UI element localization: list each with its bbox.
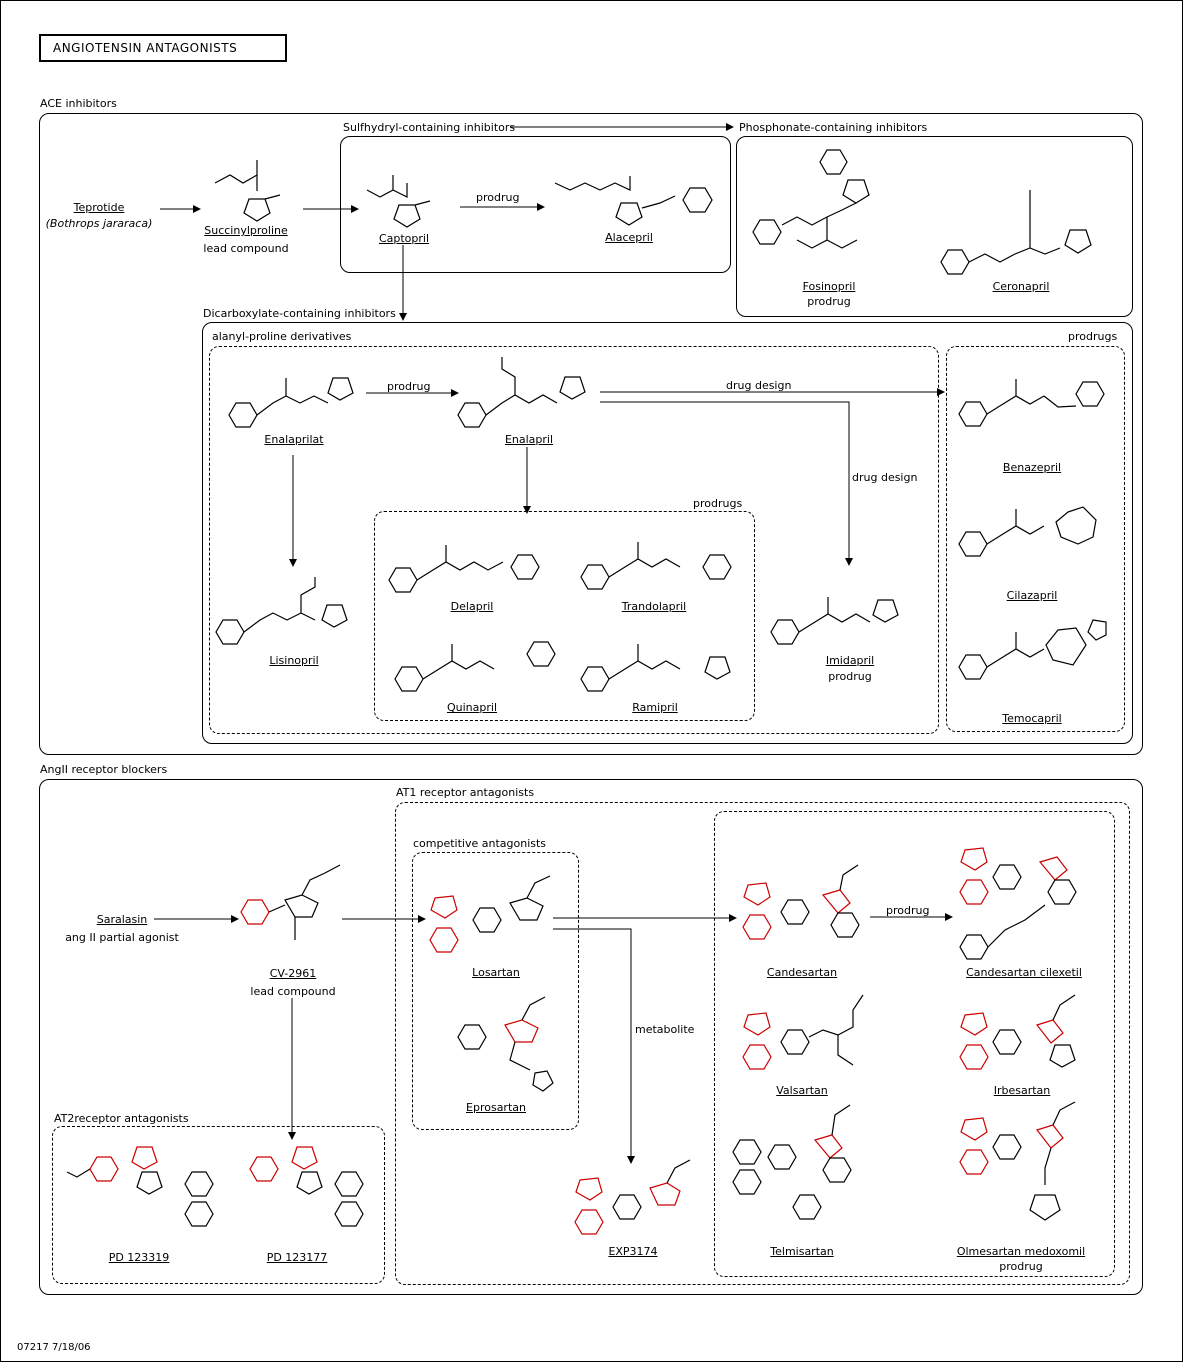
succinylproline-structure bbox=[214, 160, 281, 222]
group-label-at1: AT1 receptor antagonists bbox=[396, 786, 535, 799]
quinapril-structure bbox=[394, 641, 556, 692]
phosphonate-box bbox=[736, 136, 1133, 317]
arrow-enalapril-imidapril bbox=[600, 401, 853, 566]
label-exp3174: EXP3174 bbox=[608, 1245, 658, 1258]
candesartan-structure bbox=[742, 864, 860, 940]
label-imidapril: Imidapril bbox=[825, 654, 875, 667]
dicarboxylate-box bbox=[202, 322, 1133, 744]
label-cilazapril: Cilazapril bbox=[1006, 589, 1058, 602]
label-succinylproline-sub: lead compound bbox=[203, 242, 289, 255]
eprosartan-structure bbox=[457, 996, 554, 1092]
label-fosinopril: Fosinopril bbox=[802, 280, 856, 293]
ceronapril-structure bbox=[940, 190, 1092, 275]
group-label-sulfhydryl: Sulfhydryl-containing inhibitors bbox=[343, 121, 516, 134]
group-label-dicarboxylate: Dicarboxylate-containing inhibitors bbox=[203, 307, 396, 320]
label-enalaprilat: Enalaprilat bbox=[264, 433, 324, 446]
label-losartan: Losartan bbox=[472, 966, 520, 979]
label-captopril: Captopril bbox=[378, 232, 430, 245]
label-benazepril: Benazepril bbox=[1002, 461, 1062, 474]
pd123177-structure bbox=[249, 1146, 364, 1227]
ramipril-structure bbox=[580, 644, 731, 692]
section-label-arb: AngII receptor blockers bbox=[40, 763, 168, 776]
page-title: ANGIOTENSIN ANTAGONISTS bbox=[39, 34, 287, 62]
group-label-phosphonate: Phosphonate-containing inhibitors bbox=[739, 121, 928, 134]
arrow-label-prodrug-3: prodrug bbox=[886, 904, 930, 917]
alanyl-proline-box bbox=[209, 346, 939, 734]
arrow-label-prodrug-2: prodrug bbox=[387, 380, 431, 393]
exp3174-structure bbox=[574, 1159, 691, 1235]
label-teprotide: Teprotide bbox=[73, 201, 125, 214]
label-candesartan-cilexetil: Candesartan cilexetil bbox=[966, 966, 1082, 979]
imidapril-structure bbox=[770, 597, 899, 645]
label-alacepril: Alacepril bbox=[605, 231, 653, 244]
at2-box bbox=[52, 1126, 385, 1284]
label-pd123319: PD 123319 bbox=[108, 1251, 170, 1264]
label-eprosartan: Eprosartan bbox=[466, 1101, 526, 1114]
label-teprotide-source: (Bothrops jararaca) bbox=[45, 217, 153, 230]
arrow-losartan-exp3174 bbox=[553, 928, 635, 1164]
section-label-ace: ACE inhibitors bbox=[40, 97, 117, 110]
candesartan-cilexetil-structure bbox=[959, 847, 1077, 960]
olmesartan-structure bbox=[959, 1101, 1076, 1221]
group-label-at2: AT2receptor antagonists bbox=[54, 1112, 189, 1125]
arrow-label-prodrug-1: prodrug bbox=[476, 191, 520, 204]
group-label-prodrugs-right: prodrugs bbox=[1068, 330, 1118, 343]
trandolapril-structure bbox=[580, 542, 732, 590]
ace-section-box bbox=[39, 113, 1143, 755]
label-ceronapril: Ceronapril bbox=[992, 280, 1050, 293]
label-cv2961-sub: lead compound bbox=[250, 985, 336, 998]
at1-sartans-box bbox=[714, 811, 1115, 1277]
pd123319-structure bbox=[66, 1146, 214, 1227]
delapril-structure bbox=[388, 545, 540, 593]
arb-section-box bbox=[39, 779, 1143, 1295]
group-label-competitive: competitive antagonists bbox=[413, 837, 547, 850]
arrow-label-drug-design-1: drug design bbox=[726, 379, 792, 392]
enalapril-structure bbox=[457, 357, 586, 428]
label-delapril: Delapril bbox=[450, 600, 494, 613]
label-enalapril: Enalapril bbox=[504, 433, 554, 446]
fosinopril-structure bbox=[752, 149, 870, 249]
temocapril-structure bbox=[958, 619, 1107, 680]
label-fosinopril-sub: prodrug bbox=[807, 295, 851, 308]
label-irbesartan: Irbesartan bbox=[993, 1084, 1051, 1097]
label-cv2961: CV-2961 bbox=[269, 967, 317, 980]
sulfhydryl-box bbox=[340, 136, 731, 273]
arrow-label-metabolite: metabolite bbox=[635, 1023, 695, 1036]
losartan-structure bbox=[429, 875, 551, 953]
label-saralasin: Saralasin bbox=[96, 913, 148, 926]
label-candesartan: Candesartan bbox=[766, 966, 838, 979]
label-temocapril: Temocapril bbox=[1002, 712, 1062, 725]
valsartan-structure bbox=[742, 994, 864, 1070]
cv2961-structure bbox=[240, 864, 341, 940]
competitive-box bbox=[412, 852, 579, 1130]
label-succinylproline: Succinylproline bbox=[204, 224, 288, 237]
irbesartan-structure bbox=[959, 994, 1076, 1070]
group-label-alanyl-proline: alanyl-proline derivatives bbox=[212, 330, 352, 343]
telmisartan-structure bbox=[732, 1104, 852, 1220]
captopril-structure bbox=[366, 175, 431, 228]
benazepril-structure bbox=[958, 379, 1105, 427]
label-trandolapril: Trandolapril bbox=[621, 600, 687, 613]
footer-id: 07217 7/18/06 bbox=[17, 1342, 91, 1353]
label-telmisartan: Telmisartan bbox=[770, 1245, 834, 1258]
label-valsartan: Valsartan bbox=[776, 1084, 828, 1097]
label-imidapril-sub: prodrug bbox=[828, 670, 872, 683]
label-lisinopril: Lisinopril bbox=[269, 654, 319, 667]
prodrugs-inner-box bbox=[374, 511, 755, 721]
alacepril-structure bbox=[554, 176, 713, 226]
group-label-prodrugs-inner: prodrugs bbox=[693, 497, 743, 510]
label-olmesartan: Olmesartan medoxomil bbox=[956, 1245, 1086, 1258]
cilazapril-structure bbox=[958, 506, 1097, 557]
label-quinapril: Quinapril bbox=[446, 701, 498, 714]
label-pd123177: PD 123177 bbox=[266, 1251, 328, 1264]
enalaprilat-structure bbox=[228, 377, 354, 428]
lisinopril-structure bbox=[215, 577, 348, 645]
at1-box bbox=[395, 802, 1130, 1285]
prodrugs-right-box bbox=[946, 346, 1125, 732]
label-ramipril: Ramipril bbox=[632, 701, 678, 714]
label-saralasin-sub: ang II partial agonist bbox=[65, 931, 179, 944]
label-olmesartan-sub: prodrug bbox=[999, 1260, 1043, 1273]
arrow-label-drug-design-2: drug design bbox=[852, 471, 918, 484]
